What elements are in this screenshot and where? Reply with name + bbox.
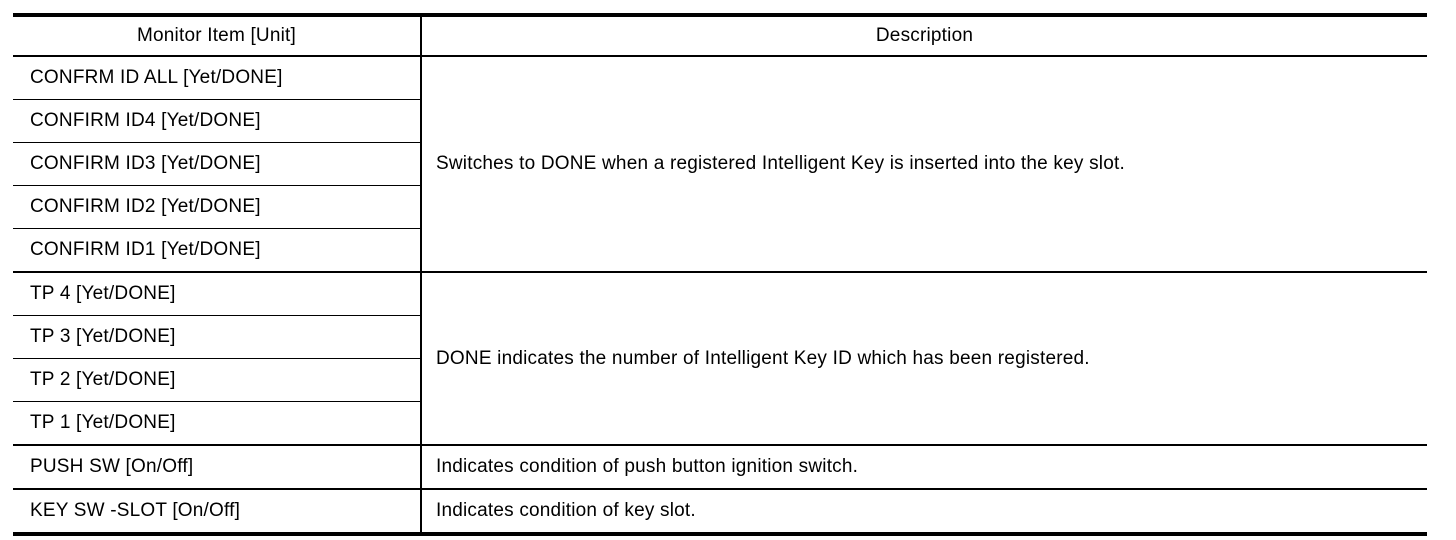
- description-key-sw-slot: Indicates condition of key slot.: [420, 489, 1427, 535]
- monitor-item-confirm-id1: CONFIRM ID1 [Yet/DONE]: [13, 228, 421, 273]
- table-row: CONFIRM ID4 [Yet/DONE]: [13, 99, 1427, 143]
- monitor-item-tp2: TP 2 [Yet/DONE]: [13, 358, 421, 402]
- table-row: KEY SW -SLOT [On/Off] Indicates conditio…: [13, 489, 1427, 535]
- table-row: CONFIRM ID3 [Yet/DONE]: [13, 142, 1427, 186]
- monitor-item-table: Monitor Item [Unit] Description CONFRM I…: [13, 13, 1427, 536]
- column-header-monitor-item: Monitor Item [Unit]: [13, 15, 421, 57]
- monitor-item-confirm-id4: CONFIRM ID4 [Yet/DONE]: [13, 99, 421, 143]
- table-row: CONFIRM ID2 [Yet/DONE]: [13, 185, 1427, 229]
- table-row: CONFIRM ID1 [Yet/DONE]: [13, 228, 1427, 273]
- monitor-item-key-sw-slot: KEY SW -SLOT [On/Off]: [13, 489, 421, 535]
- description-tp-group: DONE indicates the number of Intelligent…: [420, 272, 1427, 446]
- monitor-item-tp4: TP 4 [Yet/DONE]: [13, 272, 421, 316]
- description-push-sw: Indicates condition of push button ignit…: [420, 445, 1427, 490]
- monitor-item-confirm-id3: CONFIRM ID3 [Yet/DONE]: [13, 142, 421, 186]
- table-row: TP 3 [Yet/DONE]: [13, 315, 1427, 359]
- monitor-item-tp3: TP 3 [Yet/DONE]: [13, 315, 421, 359]
- table-row: CONFRM ID ALL [Yet/DONE] Switches to DON…: [13, 56, 1427, 273]
- table-row: TP 1 [Yet/DONE]: [13, 401, 1427, 446]
- monitor-item-push-sw: PUSH SW [On/Off]: [13, 445, 421, 490]
- monitor-item-tp1: TP 1 [Yet/DONE]: [13, 401, 421, 446]
- monitor-item-confrm-id-all: CONFRM ID ALL [Yet/DONE]: [13, 56, 421, 100]
- table-row: TP 2 [Yet/DONE]: [13, 358, 1427, 402]
- header-row: Monitor Item [Unit] Description: [13, 15, 1427, 57]
- description-confirm-group: Switches to DONE when a registered Intel…: [420, 56, 1427, 273]
- table-row: TP 4 [Yet/DONE] DONE indicates the numbe…: [13, 272, 1427, 446]
- column-header-description: Description: [420, 15, 1427, 57]
- table-row: PUSH SW [On/Off] Indicates condition of …: [13, 445, 1427, 490]
- monitor-item-confirm-id2: CONFIRM ID2 [Yet/DONE]: [13, 185, 421, 229]
